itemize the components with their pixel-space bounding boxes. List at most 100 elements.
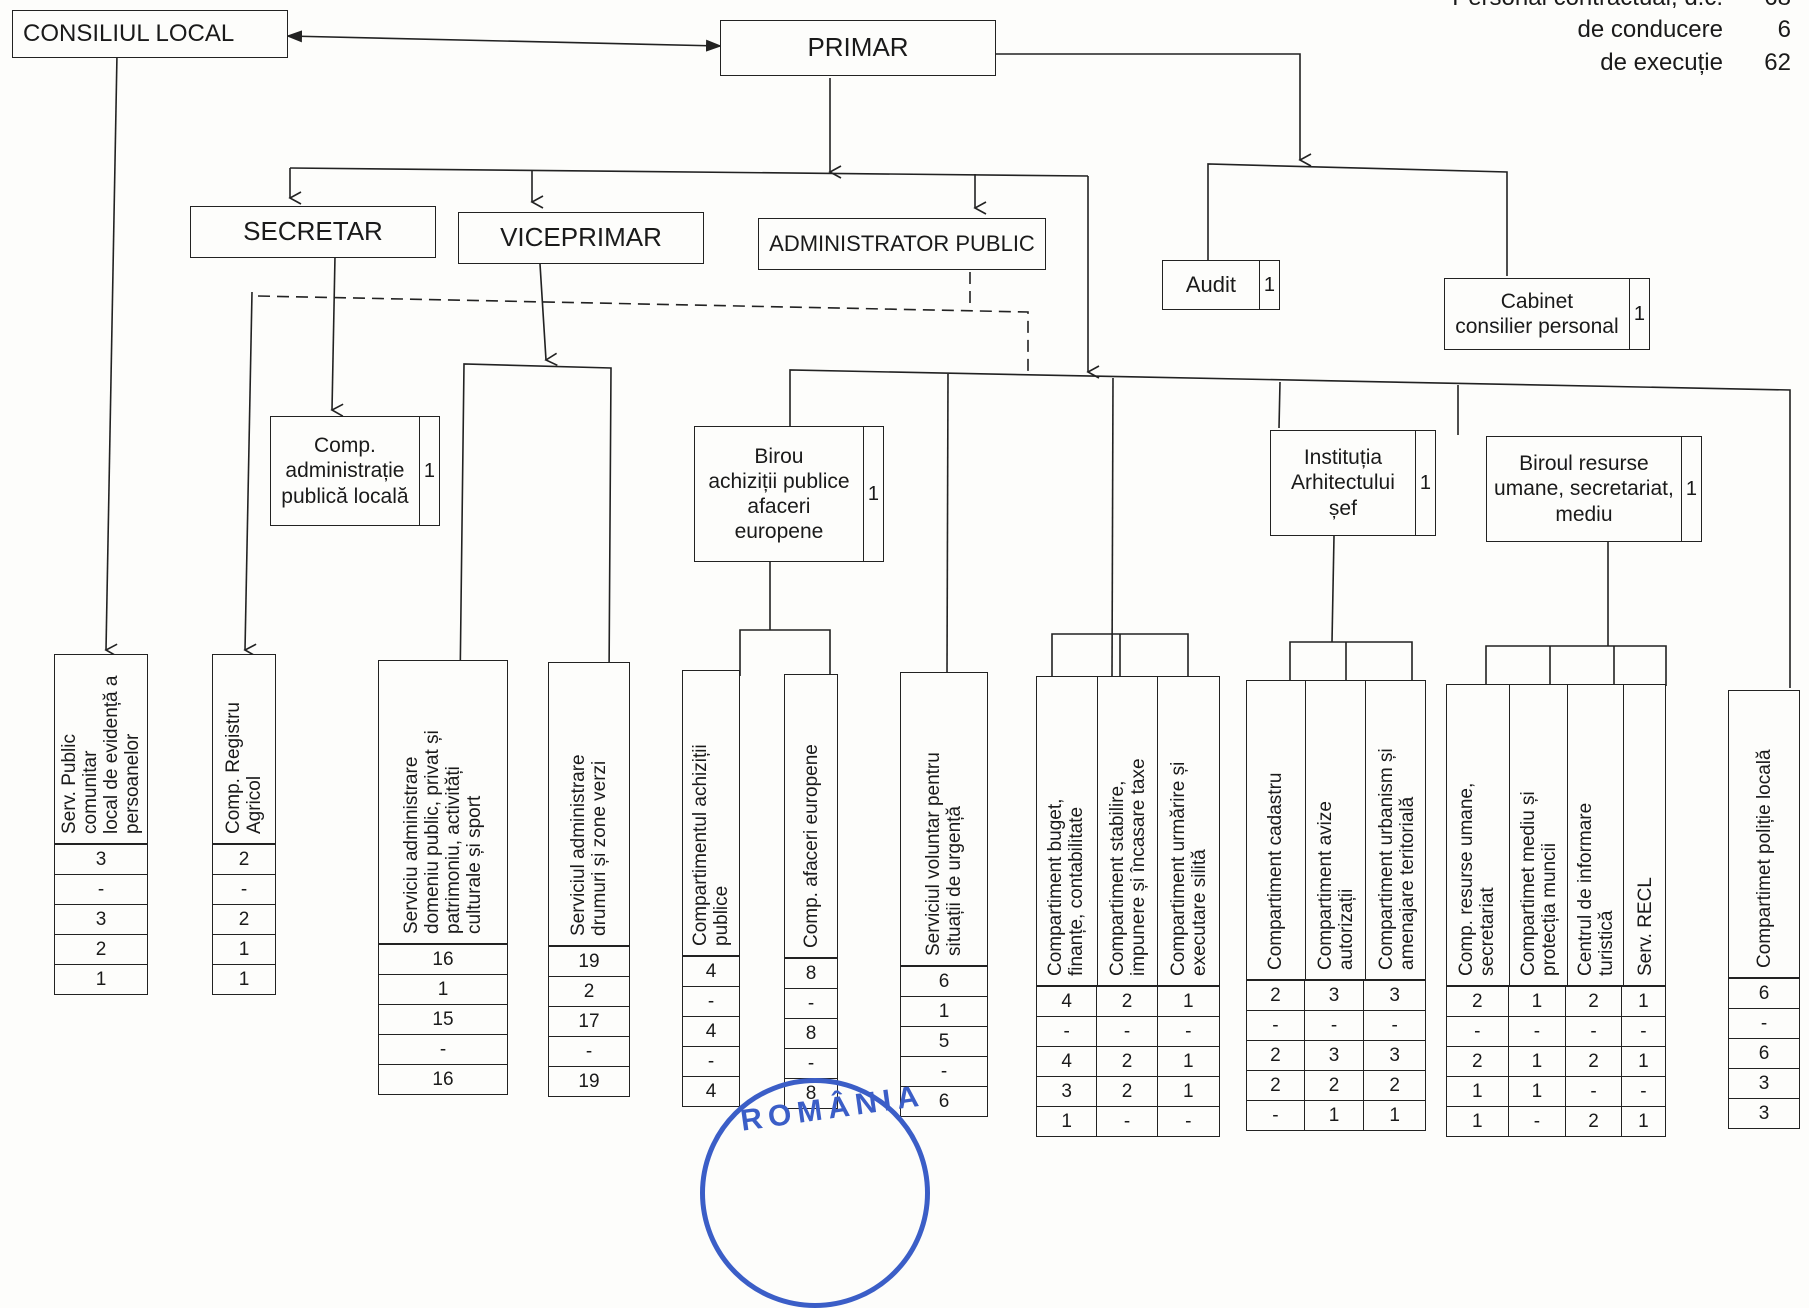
staff-count-cell: -	[1246, 1010, 1305, 1041]
department-label-box: Serviciul administrare drumuri și zone v…	[548, 662, 630, 946]
staff-count-cell: 1	[900, 996, 988, 1027]
department-label-box: Compartimentul achiziții publice	[682, 670, 740, 956]
staff-count-cell: -	[1156, 1106, 1221, 1137]
staff-count-cell: 2	[1446, 986, 1509, 1017]
viceprimar-label: VICEPRIMAR	[500, 222, 662, 253]
table-row: 15	[378, 1004, 508, 1035]
personnel-line3-value: 62	[1764, 48, 1791, 76]
staff-count-cell: 19	[548, 1066, 630, 1097]
table-row: -	[900, 1056, 988, 1087]
staff-count-cell: 4	[682, 956, 740, 987]
connector-lines	[104, 30, 1791, 689]
staff-count-cell: 1	[1035, 1106, 1098, 1137]
department-column: Compartiment avize autorizații	[1305, 681, 1366, 979]
staff-count-cell: 3	[1303, 1040, 1365, 1071]
department-name: Serviciul administrare drumuri și zone v…	[568, 754, 610, 936]
department-label-box: Serviciu administrare domeniu public, pr…	[378, 660, 508, 944]
department-name: Comp. resurse umane, secretariat	[1456, 782, 1498, 976]
staff-count-cell: 2	[1246, 980, 1305, 1011]
department-name: Compartimet mediu și protecția muncii	[1517, 791, 1560, 976]
department-name: Compartiment cadastru	[1264, 772, 1286, 970]
staff-count-cell: 2	[1363, 1070, 1426, 1101]
department-label-box: Serv. Public comunitar local de evidență…	[54, 654, 148, 844]
staff-count-cell: -	[1156, 1016, 1221, 1047]
staff-count-cell: -	[212, 874, 276, 905]
birou-resurse-count: 1	[1680, 437, 1701, 541]
table-row: 1	[212, 934, 276, 965]
table-row: 8	[784, 958, 838, 989]
table-row: 6	[900, 966, 988, 997]
staff-count-cell: 2	[54, 934, 148, 965]
staff-count-cell: 3	[54, 904, 148, 935]
department-column: Serviciul administrare drumuri și zone v…	[549, 663, 629, 945]
table-row: 5	[900, 1026, 988, 1057]
secretar-box: SECRETAR	[190, 206, 436, 258]
staff-count-cell: -	[784, 1048, 838, 1079]
staff-count-cell: 3	[1728, 1068, 1800, 1099]
staff-count-cell: 2	[1565, 986, 1622, 1017]
staff-count-cell: 2	[1096, 1076, 1158, 1107]
comp-administratie-box: Comp. administrație publică locală 1	[270, 416, 440, 526]
table-row: -	[784, 1048, 838, 1079]
staff-count-cell: 2	[1565, 1106, 1622, 1137]
staff-count-cell: 1	[212, 964, 276, 995]
table-row: 16	[378, 1064, 508, 1095]
department-column: Comp. Registru Agricol	[213, 655, 275, 843]
staff-count-cell: -	[1246, 1100, 1305, 1131]
table-row: -	[378, 1034, 508, 1065]
cabinet-label: Cabinet consilier personal	[1455, 289, 1619, 338]
department-name: Comp. afaceri europene	[800, 744, 822, 948]
staff-count-cell: 2	[1565, 1046, 1622, 1077]
personnel-line2-label: de conducere	[1577, 16, 1723, 44]
table-row: 16	[378, 944, 508, 975]
staff-count-cell: 6	[900, 966, 988, 997]
personnel-line3-label: de execuție	[1600, 48, 1723, 76]
staff-count-cell: 3	[1303, 980, 1365, 1011]
staff-count-cell: 2	[212, 904, 276, 935]
table-row: ---	[1246, 1010, 1426, 1041]
department-label-box: Compartiment cadastru Compartiment avize …	[1246, 680, 1426, 980]
staff-count-cell: 1	[1156, 1046, 1221, 1077]
staff-count-cell: 3	[1363, 980, 1426, 1011]
staff-count-cell: -	[1507, 1106, 1567, 1137]
table-row: 19	[548, 1066, 630, 1097]
table-row: 3	[54, 844, 148, 875]
department-name: Compartiment stabilire, impunere și înca…	[1106, 758, 1149, 976]
staff-count-cell: 4	[1035, 1046, 1098, 1077]
staff-count-cell: 1	[1507, 1076, 1567, 1107]
department-name: Serviciu administrare domeniu public, pr…	[401, 730, 485, 934]
staff-count-cell: -	[378, 1034, 508, 1065]
table-row: ---	[1035, 1016, 1221, 1047]
staff-count-cell: -	[1507, 1016, 1567, 1047]
birou-achizitii-count: 1	[862, 427, 883, 561]
table-row: 6	[900, 1086, 988, 1117]
staff-count-cell: 3	[1363, 1040, 1426, 1071]
department-name: Comp. Registru Agricol	[223, 702, 265, 834]
table-row: 3	[1728, 1068, 1800, 1099]
department-column: Compartiment urbanism și amenajare terit…	[1365, 681, 1425, 979]
staff-count-cell: -	[784, 988, 838, 1019]
staff-count-cell: 6	[1728, 1038, 1800, 1069]
cabinet-count: 1	[1628, 279, 1649, 349]
department-name: Compartiment buget, finanțe, contabilita…	[1045, 798, 1087, 976]
staff-count-cell: 4	[682, 1016, 740, 1047]
viceprimar-box: VICEPRIMAR	[458, 212, 704, 264]
department-label-box: Comp. Registru Agricol	[212, 654, 276, 844]
department-column: Compartiment cadastru	[1247, 681, 1305, 979]
staff-count-cell: -	[1096, 1106, 1158, 1137]
table-row: 2	[212, 904, 276, 935]
department-name: Compartiment urbanism și amenajare terit…	[1375, 748, 1418, 970]
department-name: Compartiment urmărire și executare silit…	[1167, 761, 1210, 976]
table-row: 3	[1728, 1098, 1800, 1129]
department-column: Centrul de informare turistică	[1567, 685, 1624, 985]
